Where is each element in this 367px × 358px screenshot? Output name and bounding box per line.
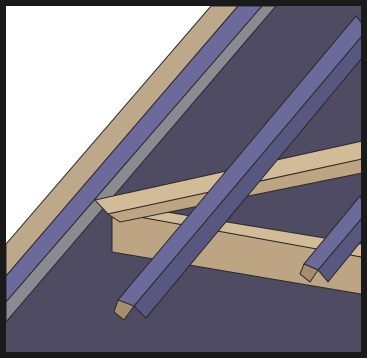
- roof-structure-illustration: [0, 0, 367, 358]
- illustration-canvas: [0, 0, 367, 358]
